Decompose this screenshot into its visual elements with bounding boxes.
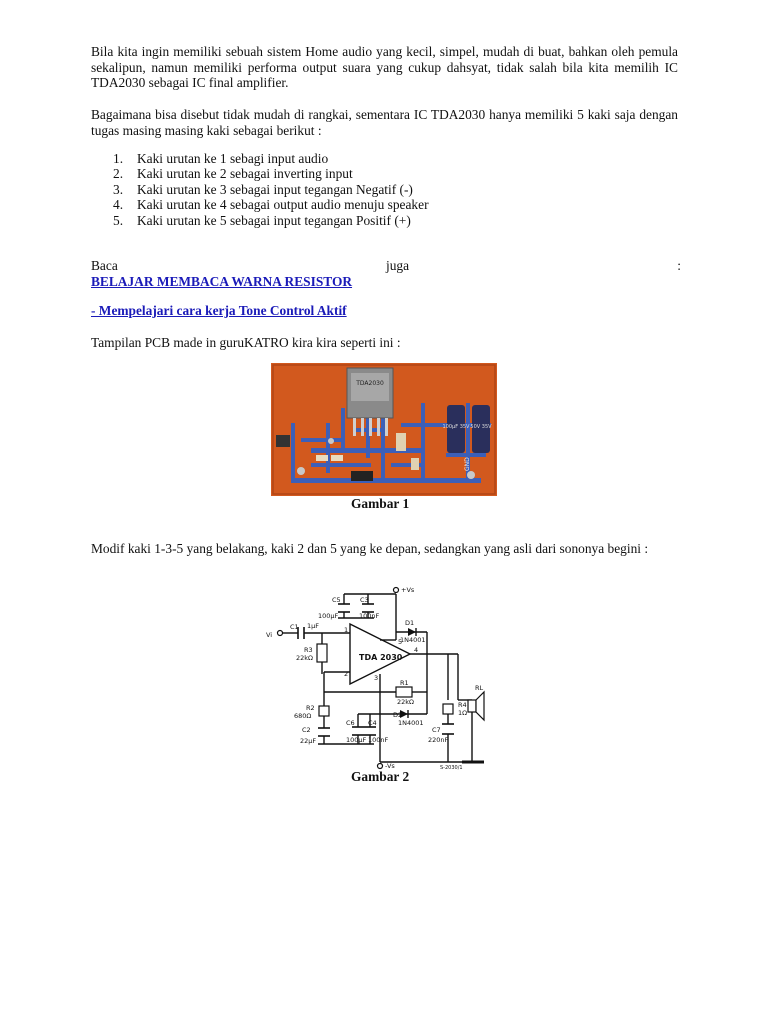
list-text: Kaki urutan ke 3 sebagai input tegangan … [137,181,413,197]
ic-label: TDA 2030 [359,653,403,662]
list-item: 3. Kaki urutan ke 3 sebagai input teganga… [113,181,677,197]
pcb-intro-paragraph: Tampilan PCB made in guruKATRO kira kira… [91,335,401,350]
svg-text:1N4001: 1N4001 [400,636,426,644]
svg-text:R1: R1 [400,679,409,687]
svg-text:22µF: 22µF [300,737,316,745]
capacitor-left: 100µF 35V [443,405,471,453]
svg-text:1Ω: 1Ω [458,709,467,717]
list-item: 4. Kaki urutan ke 4 sebagai output audio … [113,197,677,213]
list-number: 4. [113,197,124,213]
svg-text:+Vs: +Vs [401,586,415,594]
svg-text:R4: R4 [458,701,467,709]
svg-text:Vi: Vi [266,631,272,639]
question-paragraph: Bagaimana bisa disebut tidak mudah di ra… [91,107,678,138]
svg-text:680Ω: 680Ω [294,712,311,720]
svg-text:100µF 35V: 100µF 35V [443,424,471,430]
figure-2-caption: Gambar 2 [351,769,410,784]
list-text: Kaki urutan ke 5 sebagai input tegangan … [137,212,411,228]
svg-text:TDA2030: TDA2030 [355,380,384,387]
svg-text:22kΩ: 22kΩ [296,654,313,662]
link-tone-control[interactable]: - Mempelajari cara kerja Tone Control Ak… [91,303,347,318]
svg-text:1µF: 1µF [307,622,319,630]
list-text: Kaki urutan ke 2 sebagai inverting input [137,166,353,182]
capacitor-right: 50V 35V [470,405,492,453]
gnd-label: GND [464,457,471,471]
pcb-photo: TDA2030 100µF 35V 50V 35V GND [271,363,497,496]
list-text: Kaki urutan ke 1 sebagi input audio [137,151,329,166]
list-number: 2. [113,166,124,182]
svg-text:100µF: 100µF [318,612,339,620]
baca-juga-line: Baca juga : [91,258,681,274]
svg-text:RL: RL [475,684,484,692]
svg-text:100µF: 100µF [346,736,367,744]
small-components [276,433,475,481]
modif-paragraph: Modif kaki 1-3-5 yang belakang, kaki 2 d… [91,541,649,556]
colon: : [677,258,681,273]
svg-text:22kΩ: 22kΩ [397,698,414,706]
list-text: Kaki urutan ke 4 sebagai output audio me… [137,197,429,213]
svg-text:100nF: 100nF [368,736,389,744]
svg-text:C4: C4 [368,719,377,727]
svg-text:C5: C5 [332,596,341,604]
figure-1-caption: Gambar 1 [351,496,410,511]
svg-text:R3: R3 [304,646,313,654]
svg-text:C3: C3 [360,596,369,604]
ic-tda2030: TDA2030 [346,367,394,436]
svg-text:C7: C7 [432,726,441,734]
svg-text:S-2030/1: S-2030/1 [440,765,463,771]
svg-text:5: 5 [398,638,402,646]
svg-text:D1: D1 [405,619,414,627]
svg-text:4: 4 [414,646,418,654]
intro-paragraph: Bila kita ingin memiliki sebuah sistem H… [91,44,678,90]
svg-text:C6: C6 [346,719,355,727]
svg-text:2: 2 [344,670,348,678]
svg-text:220nF: 220nF [428,736,449,744]
svg-text:R2: R2 [306,704,315,712]
svg-text:D2: D2 [393,711,402,719]
list-number: 5. [113,212,124,228]
svg-text:C2: C2 [302,726,311,734]
svg-text:1: 1 [344,626,348,634]
tda2030-schematic: +Vs -Vs Vi RL C5 100µF C3 100nF C1 1µF R… [266,586,485,771]
baca-word: Baca [91,258,118,273]
juga-word: juga [385,258,410,273]
list-item: 1. Kaki urutan ke 1 sebagi input audio [113,151,677,166]
list-number: 1. [113,151,124,166]
list-item: 2. Kaki urutan ke 2 sebagai inverting inp… [113,166,677,182]
schematic-components [276,586,485,770]
list-item: 5. Kaki urutan ke 5 sebagai input teganga… [113,212,677,228]
pin-function-list: 1. Kaki urutan ke 1 sebagi input audio 2.… [91,151,677,228]
schematic-labels: +Vs -Vs Vi RL C5 100µF C3 100nF C1 1µF R… [266,586,484,771]
svg-text:-Vs: -Vs [385,762,395,770]
link-belajar-resistor[interactable]: BELAJAR MEMBACA WARNA RESISTOR [91,274,353,289]
svg-text:1N4001: 1N4001 [398,719,424,727]
svg-text:100nF: 100nF [359,612,380,620]
svg-text:3: 3 [374,674,378,682]
svg-text:C1: C1 [290,623,299,631]
pcb-traces [291,403,491,483]
svg-text:50V 35V: 50V 35V [470,424,492,430]
schematic-wires [282,593,482,763]
list-number: 3. [113,181,124,197]
